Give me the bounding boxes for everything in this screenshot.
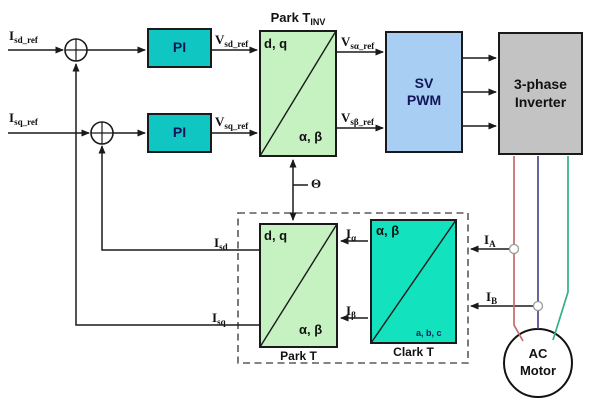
svpwm-label: SV PWM xyxy=(406,74,442,109)
signal-label-isd-ref: Isd_ref xyxy=(9,28,38,45)
sv-pwm-block: SV PWM xyxy=(385,31,463,153)
signal-label-i-alpha: Iα xyxy=(346,226,357,243)
clark-abc-label: a, b, c xyxy=(416,328,442,338)
wire-isd-feedback xyxy=(98,145,259,251)
wire-isq-feedback xyxy=(72,63,259,326)
wire-phase-c xyxy=(552,156,569,341)
signal-label-vsb-ref: Vsβ_ref xyxy=(341,110,374,127)
summing-junction-q xyxy=(90,121,114,145)
clark-caption: Clark T xyxy=(393,345,434,359)
signal-label-vsd-ref: Vsd_ref xyxy=(215,32,249,49)
signal-label-theta: Θ xyxy=(311,176,322,191)
pi-controller-block-d: PI xyxy=(147,28,212,68)
three-phase-inverter-block: 3-phase Inverter xyxy=(498,32,583,155)
current-sensor-b xyxy=(532,300,544,312)
signal-label-i-b: IB xyxy=(486,289,498,306)
signal-label-vsq-ref: Vsq_ref xyxy=(215,114,249,131)
park-caption: Park T xyxy=(280,349,317,363)
pi-label: PI xyxy=(172,39,187,56)
pi-controller-block-q: PI xyxy=(147,113,212,153)
inverter-label: 3-phase Inverter xyxy=(514,76,567,110)
pi-label: PI xyxy=(172,124,187,141)
clark-ab-label: α, β xyxy=(376,223,400,238)
current-sensor-a xyxy=(508,243,520,255)
summing-junctions xyxy=(64,38,114,145)
signal-label-vsa-ref: Vsα_ref xyxy=(341,34,375,51)
park-ab-label: α, β xyxy=(299,322,323,337)
signal-label-isq-ref: Isq_ref xyxy=(9,110,38,127)
signal-label-i-sq: Isq xyxy=(212,310,226,327)
inverse-park-title: Park TINV xyxy=(270,10,326,27)
signal-label-i-beta: Iβ xyxy=(346,303,356,320)
ac-motor-label: AC Motor xyxy=(519,346,557,378)
three-phase-wires xyxy=(513,156,569,342)
wire-phase-a xyxy=(513,156,524,342)
park-inv-dq-label: d, q xyxy=(264,36,288,51)
signal-label-i-sd: Isd xyxy=(214,235,228,252)
ac-motor: AC Motor xyxy=(503,328,573,398)
park-inv-ab-label: α, β xyxy=(299,129,323,144)
theta-wires xyxy=(289,159,308,221)
park-dq-label: d, q xyxy=(264,228,288,243)
summing-junction-d xyxy=(64,38,88,62)
signal-label-i-a: IA xyxy=(484,232,496,249)
